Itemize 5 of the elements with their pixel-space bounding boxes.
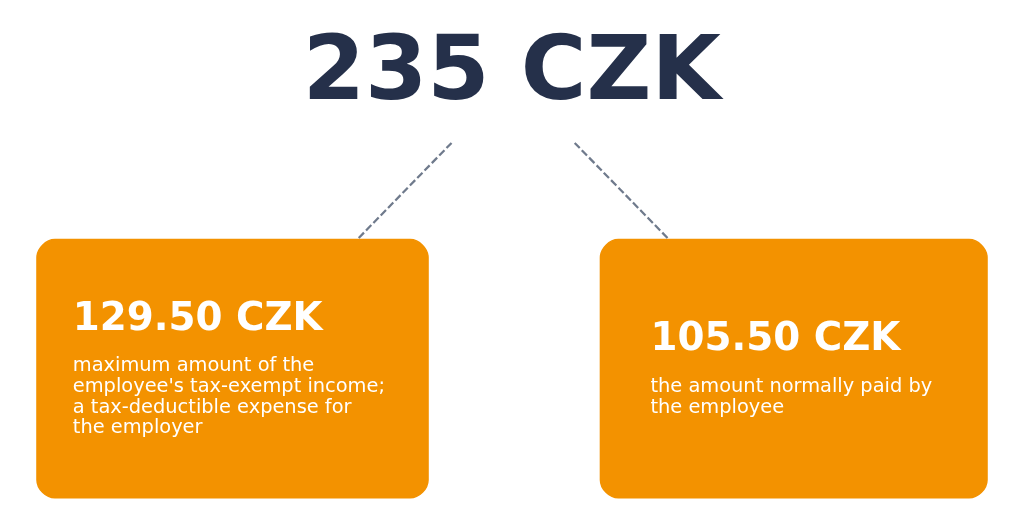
connector xyxy=(573,142,670,241)
node-box: 105.50 CZK the amount normally paid by the employee xyxy=(599,238,988,499)
node-box: 129.50 CZK maximum amount of the employee's tax-exempt income; a tax-deductible expense for the employer xyxy=(36,238,429,499)
connector xyxy=(356,142,453,241)
node-text: 235 CZK xyxy=(302,16,721,121)
